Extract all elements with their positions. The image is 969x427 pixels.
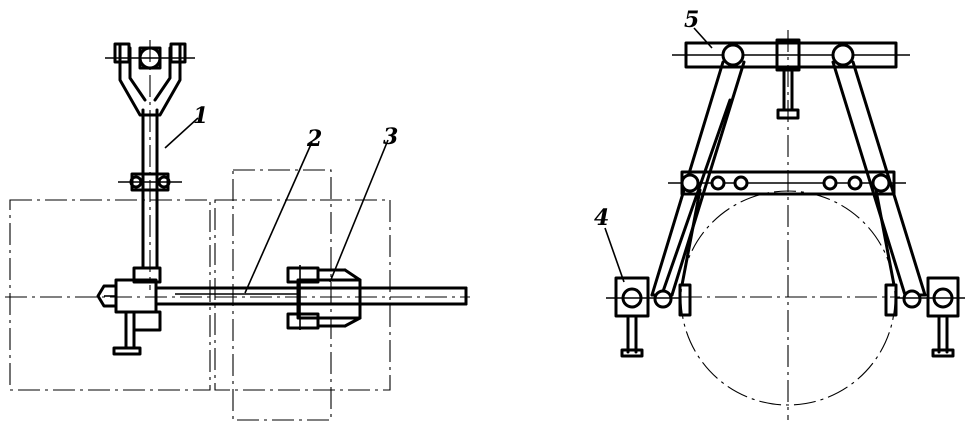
side-view: 1 2 3 (5, 40, 470, 421)
tie-bar (668, 170, 906, 196)
leader-3 (329, 139, 389, 283)
callout-3: 3 (383, 124, 398, 150)
hanger-mid-clamp (118, 172, 182, 192)
callout-5: 5 (684, 7, 699, 33)
callout-4: 4 (594, 205, 609, 231)
sliding-clamp (286, 265, 362, 330)
inner-legs (680, 188, 896, 287)
horizontal-rod (154, 286, 468, 306)
right-clamp (896, 276, 965, 358)
left-jaw-pad (678, 283, 692, 317)
middle-block-outline (214, 199, 391, 391)
clamp-screw (112, 310, 142, 356)
leader-5 (693, 27, 713, 49)
top-crossbar (672, 38, 910, 120)
center-block-outline (232, 169, 332, 421)
callout-1: 1 (193, 103, 208, 129)
callout-2: 2 (306, 126, 322, 152)
right-jaw-pad (884, 283, 898, 317)
rod-junction-block (96, 266, 162, 332)
leader-4 (604, 227, 625, 283)
leader-1 (164, 117, 199, 149)
hanger-top-clevis (105, 42, 195, 117)
leader-2 (244, 141, 313, 294)
left-block-outline (9, 199, 211, 391)
left-clamp (606, 276, 680, 358)
front-view: 4 5 (594, 7, 965, 420)
